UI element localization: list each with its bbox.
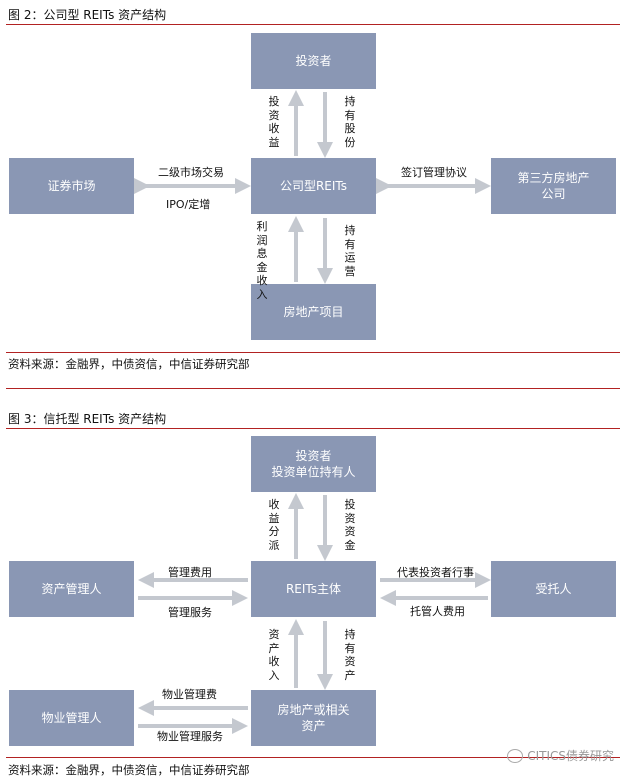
fig2-label-investment-return: 投资收益	[268, 95, 280, 149]
fig2-market-box: 证券市场	[9, 158, 134, 214]
figure2-title-rule	[6, 24, 620, 25]
fig3-label-custodian-fee: 托管人费用	[410, 605, 465, 618]
fig3-label-property-fee: 物业管理费	[162, 688, 217, 701]
fig2-label-management-agreement: 签订管理协议	[401, 166, 467, 179]
fig2-investor-box: 投资者	[251, 33, 376, 89]
figure2-source: 资料来源：金融界，中债资信，中信证券研究部	[8, 357, 250, 371]
fig2-label-profit-interest: 利润息金收入	[256, 220, 268, 301]
fig3-trustee-box: 受托人	[491, 561, 616, 617]
fig3-label-management-service: 管理服务	[168, 606, 212, 619]
fig3-investor-box: 投资者 投资单位持有人	[251, 436, 376, 492]
fig3-label-property-service: 物业管理服务	[157, 730, 223, 743]
figure2-title: 图 2：公司型 REITs 资产结构	[8, 8, 167, 22]
fig2-label-hold-shares: 持有股份	[344, 95, 356, 149]
figure3-title: 图 3：信托型 REITs 资产结构	[8, 412, 167, 426]
figure3-source-rule	[6, 757, 620, 758]
wechat-icon	[507, 748, 524, 763]
fig3-label-hold-assets: 持有资产	[344, 628, 356, 682]
figure3-source: 资料来源：金融界，中债资信，中信证券研究部	[8, 763, 250, 777]
figure3-title-rule	[6, 428, 620, 429]
figure2-source-rule	[6, 352, 620, 353]
fig2-label-hold-operate: 持有运营	[344, 224, 356, 278]
fig3-label-asset-income: 资产收入	[268, 628, 280, 682]
fig3-property-manager-box: 物业管理人	[9, 690, 134, 746]
fig3-real-estate-box: 房地产或相关 资产	[251, 690, 376, 746]
fig3-label-management-fee: 管理费用	[168, 566, 212, 579]
fig3-reits-box: REITs主体	[251, 561, 376, 617]
fig3-label-income-distribution: 收益分派	[268, 498, 280, 552]
figure3-top-rule	[6, 388, 620, 389]
fig3-label-investment-funds: 投资资金	[344, 498, 356, 552]
watermark: CITICS债券研究	[507, 747, 614, 764]
fig3-asset-manager-box: 资产管理人	[9, 561, 134, 617]
fig2-developer-box: 第三方房地产 公司	[491, 158, 616, 214]
fig2-reits-box: 公司型REITs	[251, 158, 376, 214]
fig3-label-act-for-investors: 代表投资者行事	[397, 566, 474, 579]
fig2-project-box: 房地产项目	[251, 284, 376, 340]
fig2-label-ipo: IPO/定增	[166, 198, 211, 211]
fig2-label-secondary-trading: 二级市场交易	[158, 166, 224, 179]
